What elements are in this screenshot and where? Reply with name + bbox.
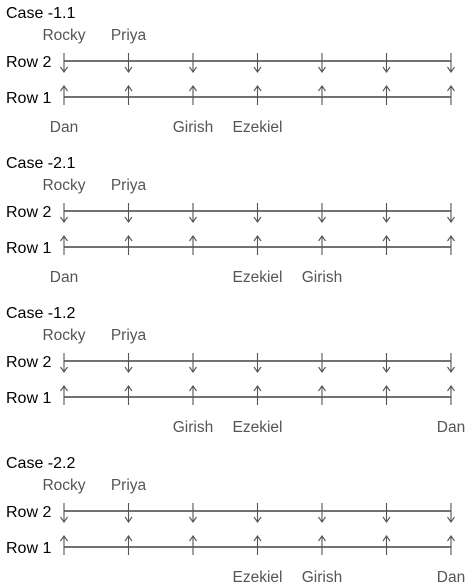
row-1-person-name: Dan <box>437 419 465 436</box>
down-arrow-icon <box>124 203 133 223</box>
down-arrow-icon <box>253 353 262 373</box>
row-1-person-name: Ezekiel <box>233 119 283 136</box>
up-arrow-icon <box>253 235 262 255</box>
down-arrow-icon <box>60 203 68 223</box>
row-2-person-name: Priya <box>111 177 147 194</box>
down-arrow-icon <box>189 353 197 373</box>
row-1-person-name: Dan <box>50 119 78 136</box>
row-1-person-name: Girish <box>173 419 213 436</box>
down-arrow-icon <box>189 503 197 523</box>
row-1-person-name: Girish <box>302 269 342 286</box>
case-title: Case -1.1 <box>6 5 75 22</box>
up-arrow-icon <box>124 235 133 255</box>
row-2-person-name: Priya <box>111 327 147 344</box>
up-arrow-icon <box>382 385 391 405</box>
down-arrow-icon <box>253 203 262 223</box>
up-arrow-icon <box>382 85 391 105</box>
row-2-person-name: Rocky <box>42 327 85 344</box>
row-2-person-name: Rocky <box>42 27 85 44</box>
case-title: Case -2.2 <box>6 455 75 472</box>
up-arrow-icon <box>318 535 326 555</box>
down-arrow-icon <box>447 353 455 373</box>
up-arrow-icon <box>60 85 68 105</box>
up-arrow-icon <box>60 235 68 255</box>
up-arrow-icon <box>124 85 133 105</box>
down-arrow-icon <box>382 53 391 73</box>
down-arrow-icon <box>318 503 326 523</box>
row-2-label: Row 2 <box>6 204 51 221</box>
down-arrow-icon <box>60 503 68 523</box>
row-1-person-name: Girish <box>173 119 213 136</box>
down-arrow-icon <box>447 203 455 223</box>
up-arrow-icon <box>189 85 197 105</box>
row-1-person-name: Dan <box>50 269 78 286</box>
up-arrow-icon <box>253 385 262 405</box>
row-1-label: Row 1 <box>6 90 51 107</box>
down-arrow-icon <box>447 503 455 523</box>
down-arrow-icon <box>318 203 326 223</box>
down-arrow-icon <box>189 203 197 223</box>
down-arrow-icon <box>60 353 68 373</box>
down-arrow-icon <box>124 353 133 373</box>
row-2-label: Row 2 <box>6 54 51 71</box>
up-arrow-icon <box>124 535 133 555</box>
row-1-person-name: Dan <box>437 569 465 586</box>
up-arrow-icon <box>318 85 326 105</box>
up-arrow-icon <box>253 535 262 555</box>
down-arrow-icon <box>189 53 197 73</box>
down-arrow-icon <box>382 353 391 373</box>
up-arrow-icon <box>189 385 197 405</box>
row-1-label: Row 1 <box>6 240 51 257</box>
down-arrow-icon <box>447 53 455 73</box>
row-1-label: Row 1 <box>6 390 51 407</box>
row-2-person-name: Priya <box>111 27 147 44</box>
down-arrow-icon <box>253 53 262 73</box>
up-arrow-icon <box>189 535 197 555</box>
row-2-person-name: Priya <box>111 477 147 494</box>
down-arrow-icon <box>318 53 326 73</box>
up-arrow-icon <box>447 535 455 555</box>
case-title: Case -1.2 <box>6 305 75 322</box>
row-1-person-name: Girish <box>302 569 342 586</box>
up-arrow-icon <box>447 85 455 105</box>
up-arrow-icon <box>382 535 391 555</box>
row-2-label: Row 2 <box>6 354 51 371</box>
row-2-label: Row 2 <box>6 504 51 521</box>
up-arrow-icon <box>318 385 326 405</box>
down-arrow-icon <box>382 203 391 223</box>
up-arrow-icon <box>124 385 133 405</box>
row-1-label: Row 1 <box>6 540 51 557</box>
up-arrow-icon <box>189 235 197 255</box>
row-1-person-name: Ezekiel <box>233 569 283 586</box>
up-arrow-icon <box>447 385 455 405</box>
down-arrow-icon <box>382 503 391 523</box>
down-arrow-icon <box>60 53 68 73</box>
row-2-person-name: Rocky <box>42 477 85 494</box>
up-arrow-icon <box>318 235 326 255</box>
down-arrow-icon <box>124 53 133 73</box>
up-arrow-icon <box>382 235 391 255</box>
up-arrow-icon <box>60 535 68 555</box>
down-arrow-icon <box>318 353 326 373</box>
up-arrow-icon <box>60 385 68 405</box>
up-arrow-icon <box>253 85 262 105</box>
down-arrow-icon <box>124 503 133 523</box>
up-arrow-icon <box>447 235 455 255</box>
case-title: Case -2.1 <box>6 155 75 172</box>
row-1-person-name: Ezekiel <box>233 269 283 286</box>
row-2-person-name: Rocky <box>42 177 85 194</box>
row-1-person-name: Ezekiel <box>233 419 283 436</box>
down-arrow-icon <box>253 503 262 523</box>
